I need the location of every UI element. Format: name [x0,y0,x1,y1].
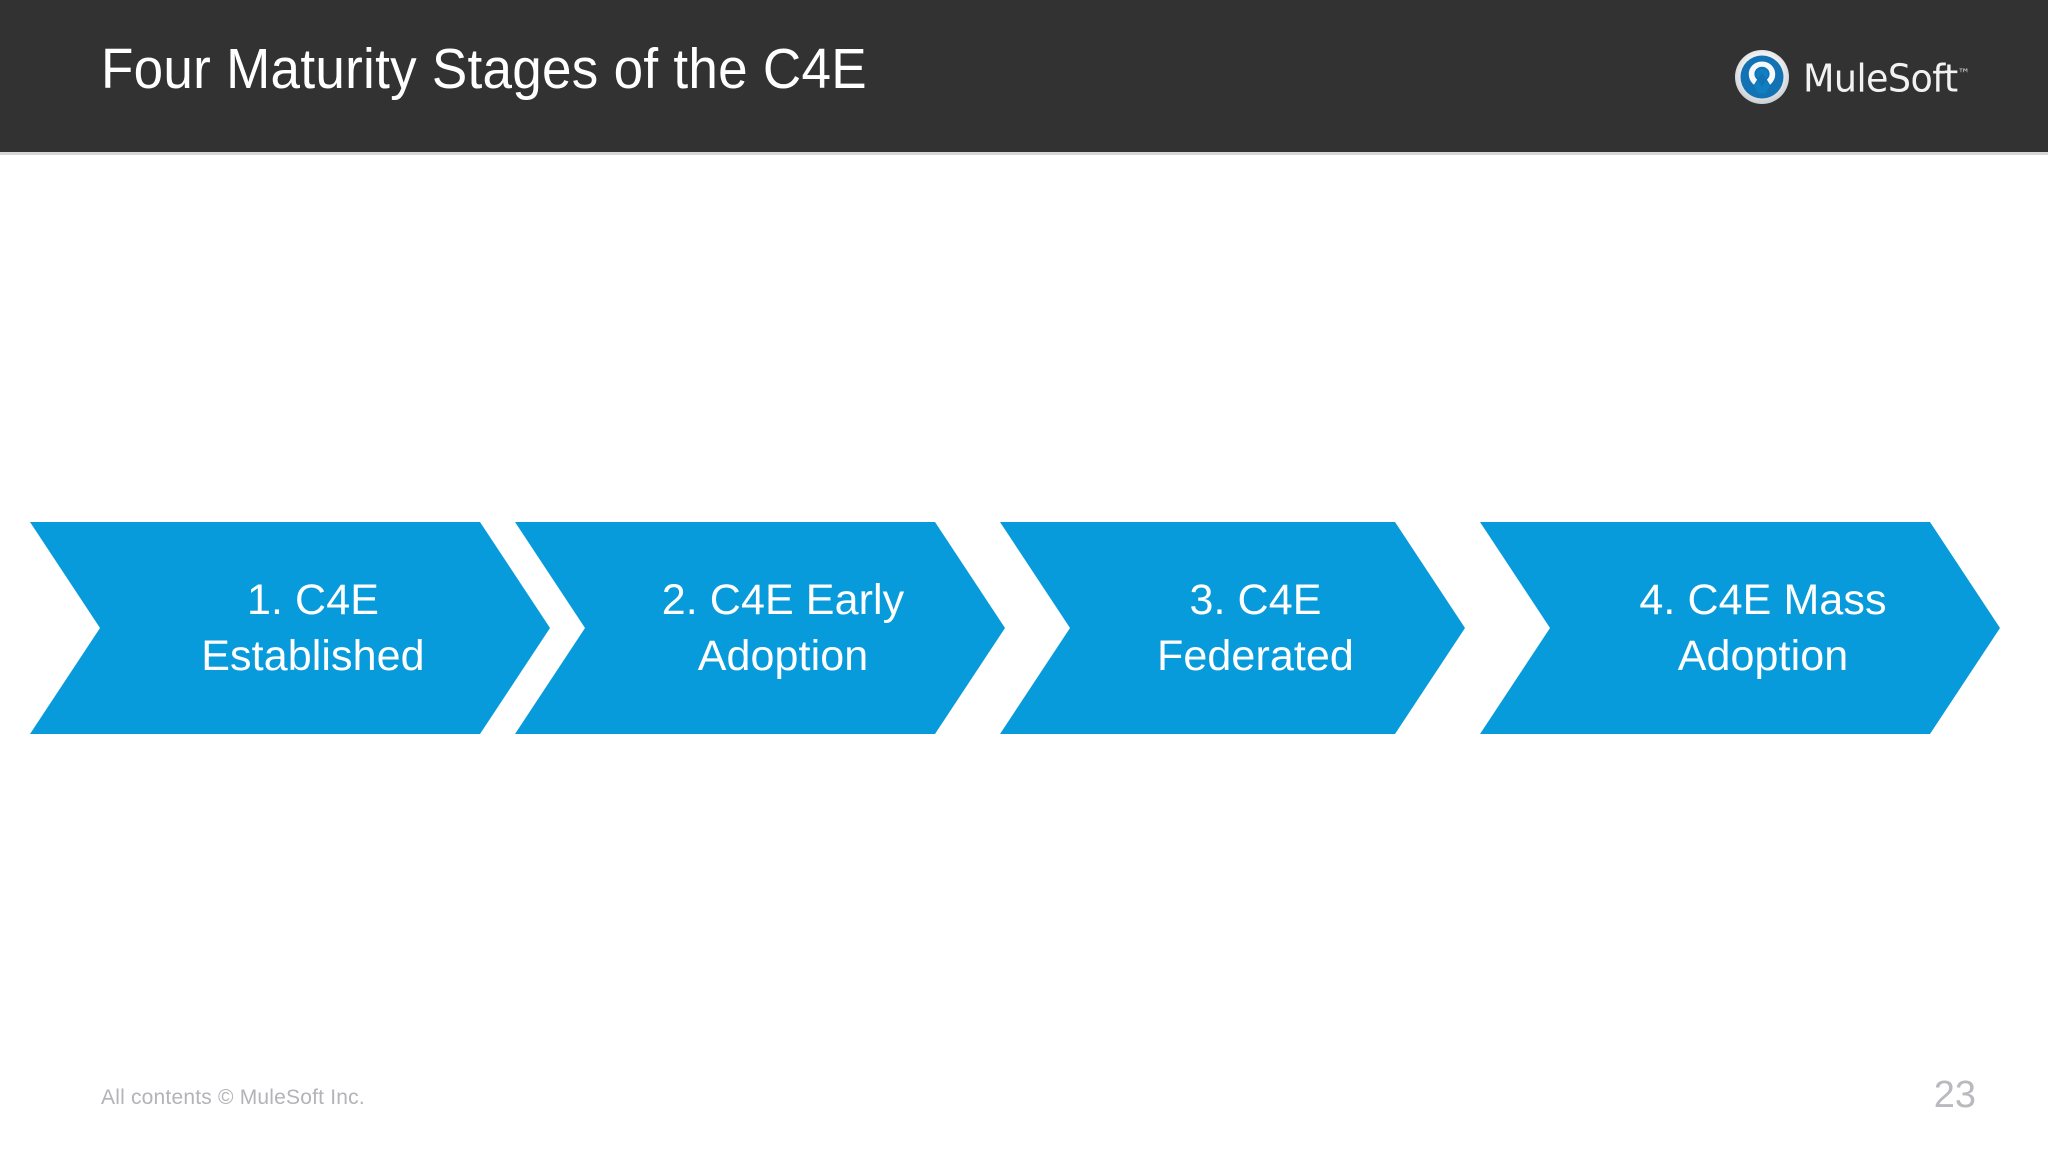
stage-chevron-3-label: 3. C4E Federated [1157,576,1354,680]
stage-chevron-2-label: 2. C4E Early Adoption [661,576,905,680]
copyright-footer: All contents © MuleSoft Inc. [101,1086,365,1109]
brand-name: MuleSoft [1802,56,1958,101]
stage-chevron-3[interactable]: 3. C4E Federated [1000,522,1465,734]
brand-logo: MuleSoft™ [1734,46,1976,108]
brand-wordmark: MuleSoft™ [1802,56,1970,101]
maturity-stage-chevron-diagram: 1. C4E Established 2. C4E Early Adoption… [0,522,2048,734]
page-number: 23 [1933,1074,1976,1116]
page-title: Four Maturity Stages of the C4E [101,37,867,101]
mulesoft-m-logo-icon [1734,49,1790,105]
stage-chevron-1-label: 1. C4E Established [201,576,425,680]
stage-chevron-4-label: 4. C4E Mass Adoption [1639,576,1887,680]
stage-chevron-4[interactable]: 4. C4E Mass Adoption [1480,522,2000,734]
stage-chevron-1[interactable]: 1. C4E Established [30,522,550,734]
stage-chevron-2[interactable]: 2. C4E Early Adoption [515,522,1005,734]
header-divider [0,152,2048,155]
trademark-mark: ™ [1957,67,1970,83]
header-bar [0,0,2048,152]
